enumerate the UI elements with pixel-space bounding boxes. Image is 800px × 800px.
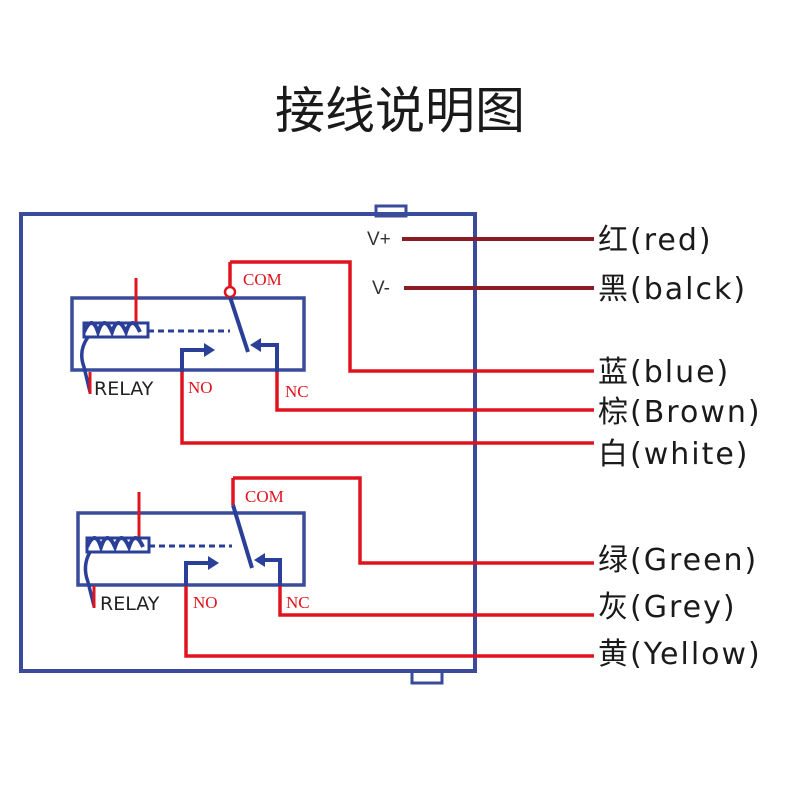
wire-nc-2 — [278, 586, 594, 617]
relay-1-switch-arm — [228, 296, 250, 353]
wire-label-grey: 灰(Grey) — [598, 590, 737, 625]
wire-label-black: 黑(balck) — [598, 272, 747, 307]
relay-2-no-label: NO — [193, 593, 218, 612]
relay-2-com-label: COM — [245, 487, 284, 506]
relay-2-nc-contact — [262, 558, 282, 586]
relay-1-no-label: NO — [188, 378, 213, 397]
wire-label-white: 白(white) — [598, 437, 750, 472]
vminus-label: V- — [372, 278, 390, 299]
relay-2-relay-label: RELAY — [100, 593, 160, 615]
relay-2-wiring — [184, 476, 594, 658]
relay-1-com-label: COM — [243, 270, 282, 289]
wire-com-1 — [230, 260, 594, 373]
wire-no-2 — [184, 586, 594, 658]
relay-2-no-contact — [184, 561, 212, 586]
relay-2-switch-arm — [231, 504, 254, 569]
relay-2-nc-label: NC — [286, 593, 310, 612]
relay-1-nc-label: NC — [285, 382, 309, 401]
wire-label-green: 绿(Green) — [598, 543, 758, 578]
relay-1-relay-label: RELAY — [94, 378, 154, 400]
relay-1-com-terminal — [223, 285, 237, 299]
relay-1: RELAY COM NO NC — [70, 262, 309, 401]
relay-1-wiring — [180, 260, 594, 445]
wire-color-legend: 红(red) 黑(balck) 蓝(blue) 棕(Brown) 白(white… — [598, 223, 762, 672]
relay-2-coil — [83, 492, 232, 608]
relay-2: RELAY COM NO NC — [76, 478, 310, 615]
wire-label-blue: 蓝(blue) — [598, 355, 730, 390]
wire-label-red: 红(red) — [598, 223, 713, 258]
wire-no-1 — [180, 372, 594, 445]
wire-label-yellow: 黄(Yellow) — [598, 637, 762, 672]
wire-com-2 — [233, 476, 594, 565]
relay-1-nc-contact — [258, 343, 279, 372]
diagram-title: 接线说明图 — [275, 82, 525, 140]
relay-1-no-contact — [180, 348, 208, 372]
wire-label-brown: 棕(Brown) — [598, 395, 762, 430]
power-supply: V+ V- — [367, 229, 594, 299]
relay-1-housing — [70, 296, 306, 372]
relay-1-coil — [80, 278, 230, 394]
vplus-label: V+ — [367, 229, 391, 250]
relay-2-housing — [76, 511, 306, 587]
wire-nc-1 — [275, 372, 594, 412]
